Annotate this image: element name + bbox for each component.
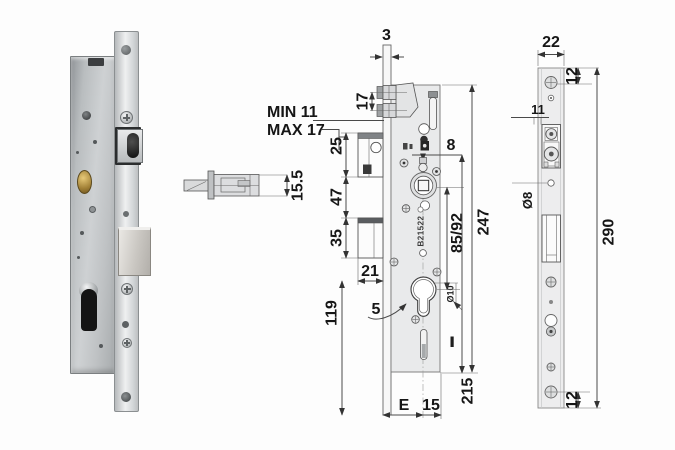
dim-label-215: 215 [460,378,477,405]
body-stamp: B21522 [416,215,425,246]
faceplate [114,31,139,412]
keep-bottom [357,217,384,259]
latch-pin-component: 15.5 [183,170,307,201]
dim-label-25: 25 [329,137,346,155]
dim-label-11: 11 [531,102,545,117]
cross-screw [411,315,420,324]
dim-label-d8: Ø8 [520,192,535,209]
dim-label-17: 17 [355,93,372,111]
faceplate-hole [123,211,129,217]
faceplate-screw [121,283,133,295]
handle-follower-hub [410,172,437,199]
dim-label-backset: E [399,397,410,414]
cross-screw [389,257,399,267]
case-hole [89,206,96,213]
cross-screw [432,267,442,277]
plate-screw [545,276,557,288]
case-hole [80,231,84,235]
side-view: 22 12 290 12 11 [511,34,618,409]
case-hole [77,256,80,259]
plate-screw [544,76,558,89]
label-min-11: MIN 11 [267,104,318,121]
case-hole [99,344,103,348]
case-hole [93,140,97,144]
dim-label-22: 22 [542,34,560,51]
faceplate-hole [121,392,131,402]
euro-cylinder-hole [81,289,97,331]
euro-cylinder-hole [410,276,437,317]
dim-label-15: 15 [422,397,440,414]
dim-label-cyl: Ø10 [446,285,456,302]
keep-top [357,132,384,178]
deadbolt-cutout [541,214,561,263]
dim-label-8592: 85/92 [449,213,466,253]
dim-label-5: 5 [372,301,381,318]
case-screw [82,111,91,120]
case-hole [76,151,79,154]
deadbolt [118,227,151,276]
faceplate-screw [122,338,132,348]
dim-label-3: 3 [382,27,391,44]
faceplate-hole [122,321,129,328]
dim-label-8: 8 [447,137,456,154]
latch-roller [127,133,139,158]
dim-label-47: 47 [329,188,346,206]
latch-cutout [541,124,561,169]
plate-screw [544,385,558,399]
dim-label-247: 247 [476,209,493,236]
brass-follower-hub [77,170,92,194]
faceplate-screw [120,111,133,124]
cross-screw [401,204,411,213]
label-max-17: MAX 17 [267,122,325,139]
dim-label-290: 290 [601,219,618,246]
dim-label-12-top: 12 [564,67,581,85]
plate-screw [546,362,556,372]
dim-label-21: 21 [361,263,379,280]
dim-label-12-bottom: 12 [564,391,581,409]
front-view: 3 17 MIN 11 MAX 17 [267,27,493,419]
dim-label-155: 15.5 [290,170,307,201]
dim-label-119: 119 [324,300,341,326]
dim-label-35: 35 [329,229,346,247]
case-top-notch [88,58,104,66]
faceplate-hole [121,45,131,55]
